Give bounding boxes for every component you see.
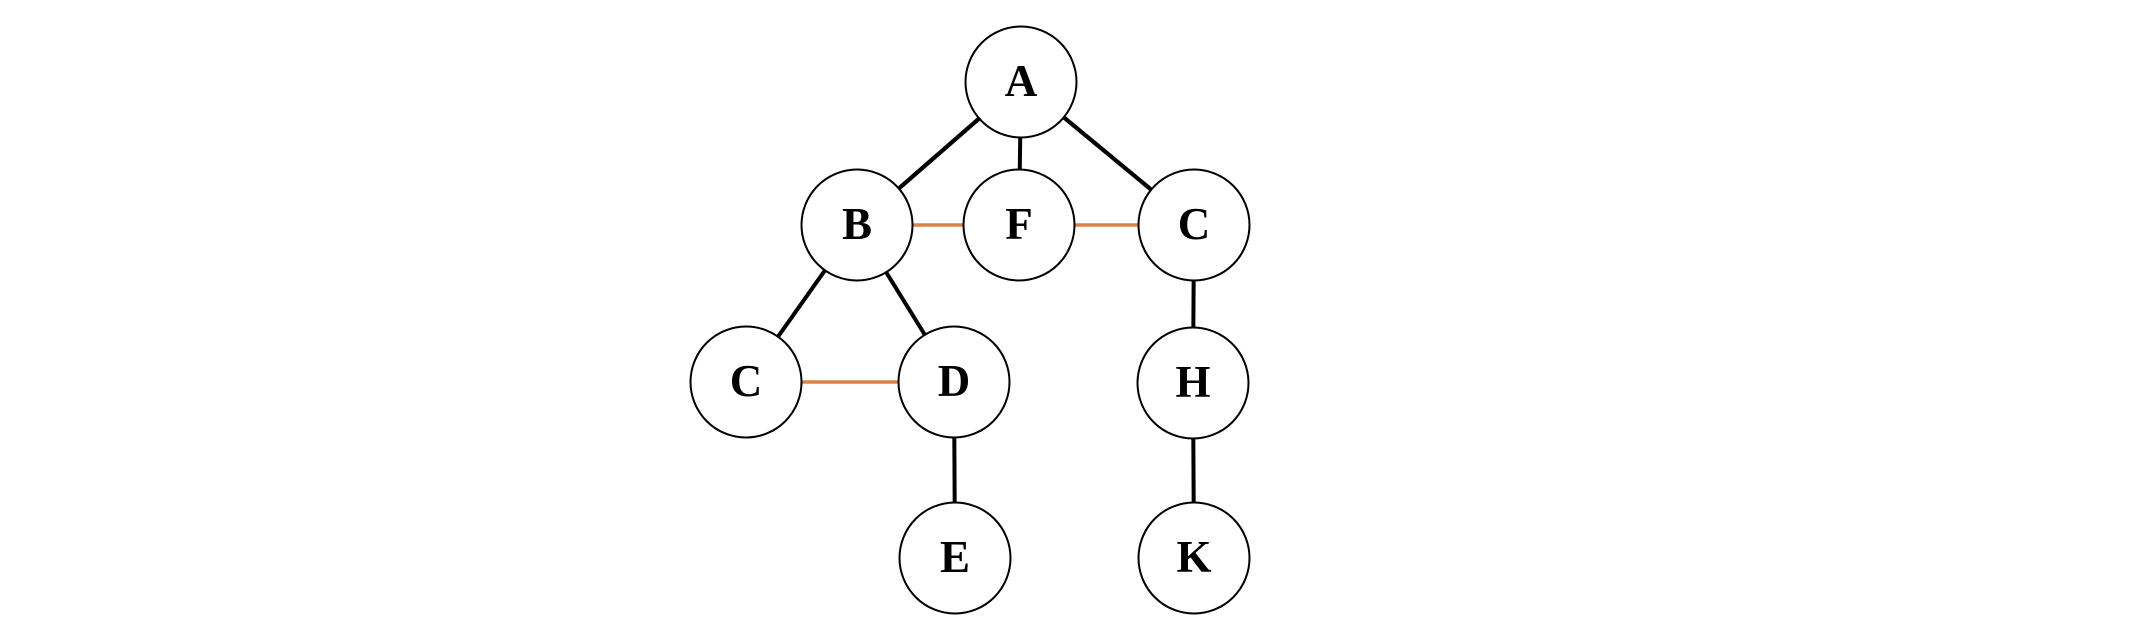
node-A-circle [964,25,1078,139]
node-F-circle [962,168,1076,282]
node-B-circle [800,168,914,282]
node-D-circle [897,325,1011,439]
node-C1-label: C [1178,199,1211,249]
node-D-label: D [938,356,971,406]
node-E-label: E [940,532,970,582]
node-C2-label: C [730,356,763,406]
node-B-label: B [842,199,872,249]
node-K-label: K [1176,532,1211,582]
node-H-circle [1136,326,1250,440]
node-K-circle [1137,501,1251,615]
node-C1-circle [1137,168,1251,282]
node-H-label: H [1175,357,1210,407]
node-C2-circle [689,325,803,439]
node-E-circle [898,501,1012,615]
node-A-label: A [1005,56,1038,106]
node-F-label: F [1005,199,1033,249]
